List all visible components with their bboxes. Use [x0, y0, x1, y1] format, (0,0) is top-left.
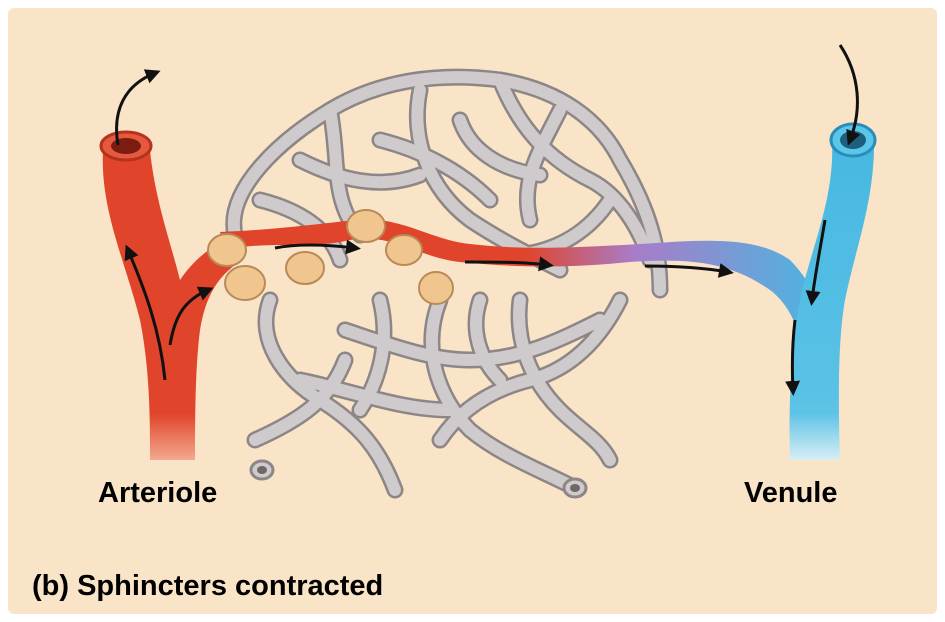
sphincter [347, 210, 385, 242]
sphincter [386, 235, 422, 265]
venule-vessel [789, 124, 875, 460]
sphincter [225, 266, 265, 300]
sphincter [286, 252, 324, 284]
arteriole-vessel [101, 132, 235, 460]
sphincter [419, 272, 453, 304]
arteriole-label: Arteriole [98, 477, 217, 510]
sphincter [208, 234, 246, 266]
figure-caption: (b) Sphincters contracted [32, 570, 383, 603]
venule-label: Venule [744, 477, 838, 510]
flow-arrow [275, 245, 355, 248]
